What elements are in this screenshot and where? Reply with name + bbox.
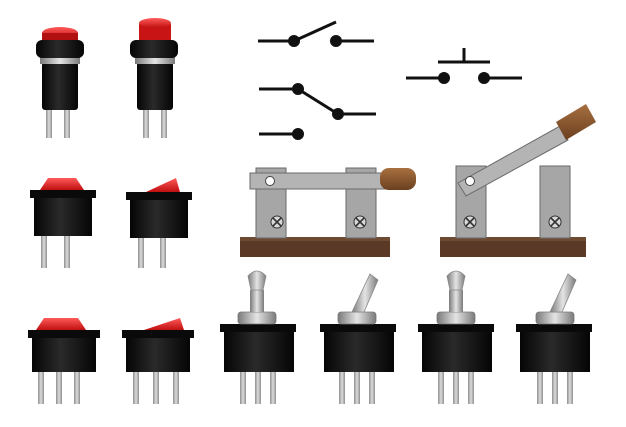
toggle-switch-icon [418,270,494,404]
knife-switch-icon [440,104,596,257]
rocker-switch-3pin-icon [122,318,194,404]
toggle-switch-icon [516,273,592,404]
toggle-switch-icon [220,270,296,404]
switch-schematic-symbol-icon [406,48,522,84]
push-button-switch-icon [36,27,84,138]
rocker-switch-2pin-icon [126,178,192,268]
toggle-switch-icon [320,273,396,404]
rocker-switch-3pin-icon [28,318,100,404]
switch-schematic-symbol-icon [258,20,374,47]
rocker-switch-2pin-icon [30,178,96,268]
knife-switch-icon [240,167,416,257]
switch-schematic-symbol-icon [259,83,376,140]
push-button-switch-icon [130,18,178,138]
